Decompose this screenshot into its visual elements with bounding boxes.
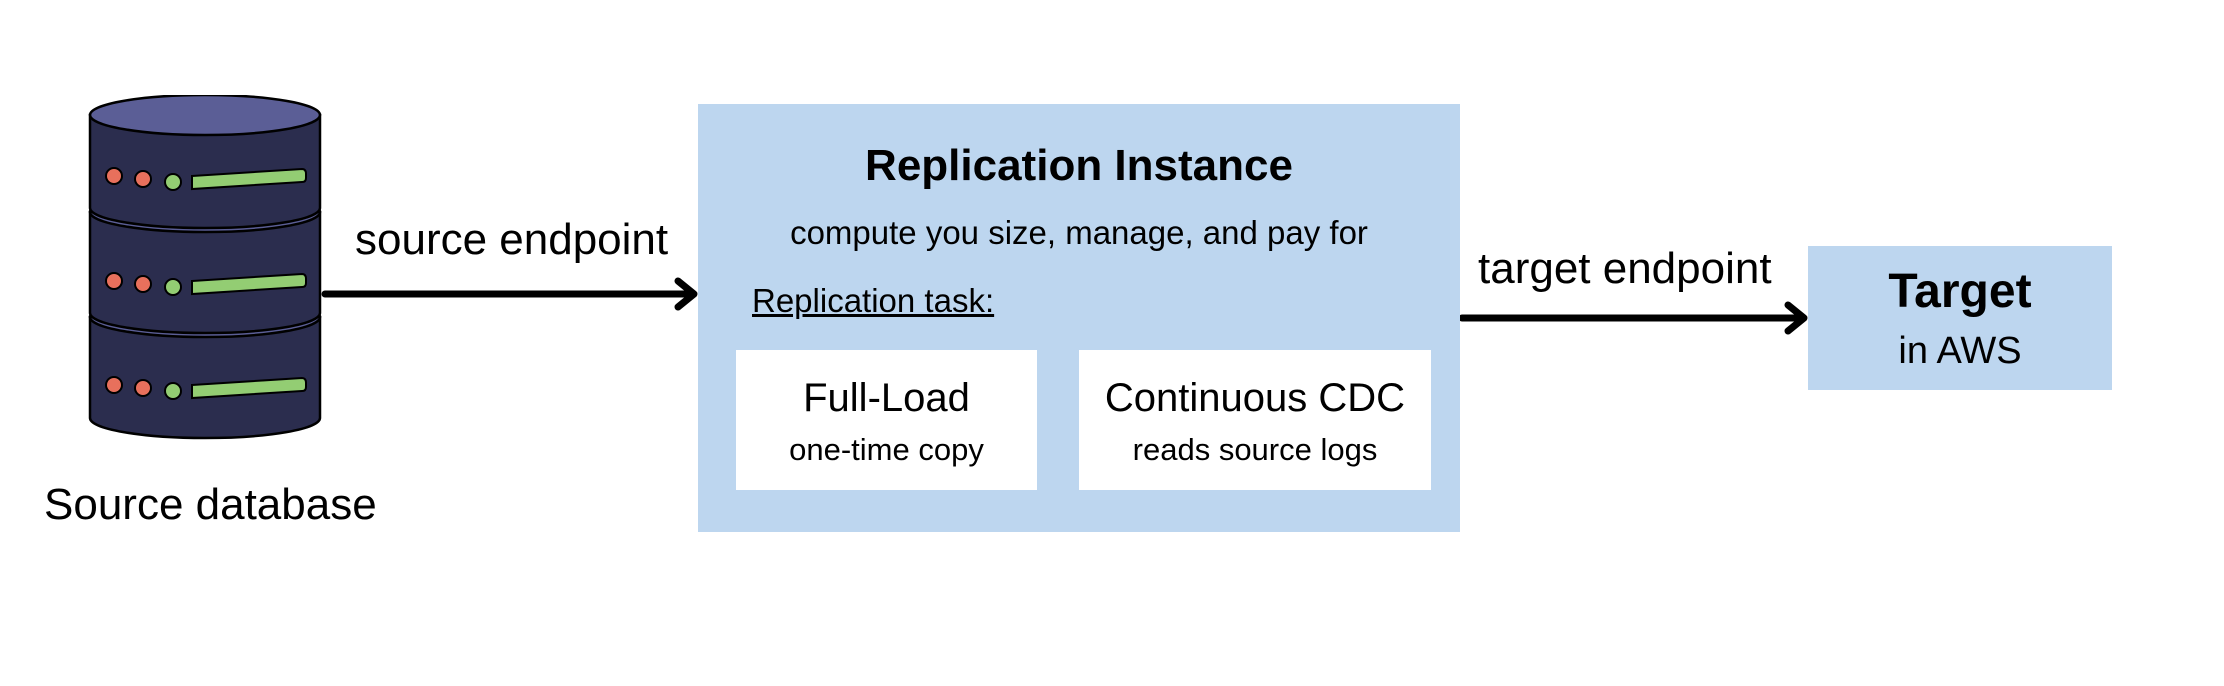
source-database-label: Source database <box>44 480 377 529</box>
full-load-title: Full-Load <box>803 376 970 420</box>
target-title: Target <box>1888 265 2032 318</box>
replication-instance-title: Replication Instance <box>865 141 1293 190</box>
replication-instance-subtitle: compute you size, manage, and pay for <box>790 214 1368 251</box>
replication-instance-box: Replication Instance compute you size, m… <box>698 104 1460 532</box>
source-endpoint-arrow <box>321 277 698 311</box>
source-endpoint-label: source endpoint <box>355 215 669 264</box>
database-disk-top <box>88 95 322 230</box>
target-subtitle: in AWS <box>1898 330 2022 372</box>
continuous-cdc-title: Continuous CDC <box>1104 376 1406 420</box>
database-stack-icon <box>88 95 322 440</box>
continuous-cdc-subtitle: reads source logs <box>1132 432 1378 467</box>
target-box: Target in AWS <box>1808 246 2112 390</box>
target-endpoint-arrow <box>1458 301 1808 335</box>
full-load-subtitle: one-time copy <box>789 432 984 467</box>
target-endpoint-label: target endpoint <box>1478 244 1772 293</box>
replication-task-label: Replication task: <box>752 282 995 319</box>
full-load-task-box: Full-Load one-time copy <box>736 350 1037 490</box>
continuous-cdc-task-box: Continuous CDC reads source logs <box>1079 350 1431 490</box>
